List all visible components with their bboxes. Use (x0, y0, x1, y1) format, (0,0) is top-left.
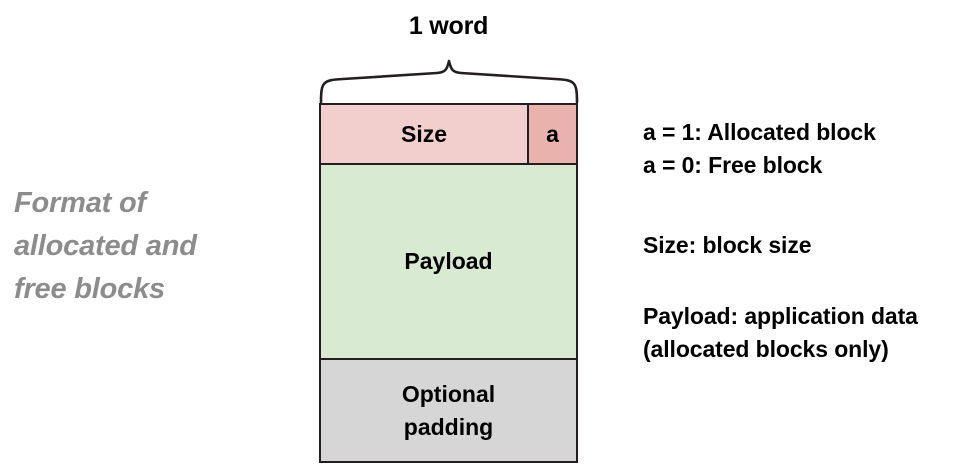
alloc-flag-label: a (546, 120, 559, 147)
diagram-caption: Format of allocated and free blocks (14, 182, 284, 311)
size-field-label: Size (400, 120, 448, 147)
word-width-label: 1 word (408, 12, 489, 40)
caption-line-2: allocated and (14, 230, 197, 262)
legend-payload: Payload: application data (allocated blo… (643, 300, 918, 366)
curly-brace-icon (319, 59, 579, 104)
legend-alloc-line-1: a = 1: Allocated block (643, 119, 876, 145)
payload-cell: Payload (321, 165, 576, 360)
legend-payload-line-1: Payload: application data (643, 303, 918, 329)
size-field-cell: Size (321, 105, 529, 163)
optional-padding-cell: Optional padding (321, 360, 576, 461)
memory-block-diagram: Size a Payload Optional padding (319, 103, 578, 463)
legend-size: Size: block size (643, 229, 812, 262)
padding-label-line-1: Optional (401, 380, 496, 407)
alloc-flag-cell: a (529, 105, 576, 163)
caption-line-3: free blocks (14, 273, 165, 305)
caption-line-1: Format of (14, 187, 146, 219)
block-header-row: Size a (321, 105, 576, 165)
payload-label: Payload (404, 248, 493, 274)
legend-payload-line-2: (allocated blocks only) (643, 336, 889, 362)
legend-alloc-flags: a = 1: Allocated block a = 0: Free block (643, 116, 876, 182)
legend-size-line-1: Size: block size (643, 232, 812, 258)
padding-label-line-2: padding (403, 413, 494, 440)
legend-alloc-line-2: a = 0: Free block (643, 152, 823, 178)
